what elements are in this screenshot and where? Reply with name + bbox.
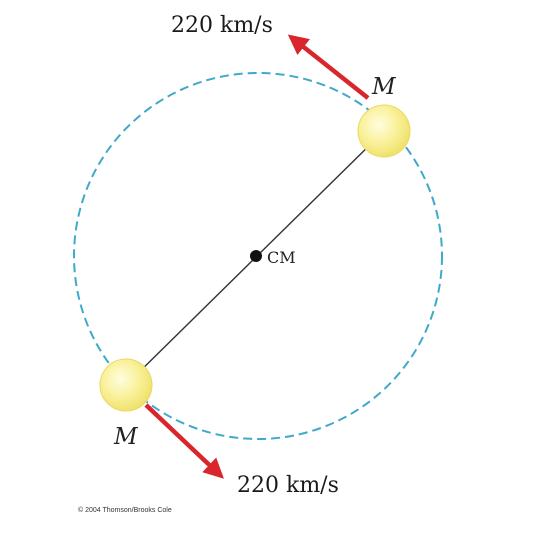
bottom-velocity-arrow (144, 403, 224, 479)
orbit-path (73, 72, 443, 440)
bottom-star-label: M (113, 424, 139, 450)
top-star-label: M (371, 74, 397, 100)
center-of-mass-dot (250, 250, 262, 262)
bottom-star (99, 358, 153, 412)
top-star (357, 104, 411, 158)
bottom-velocity-label: 220 km/s (237, 473, 339, 498)
top-velocity-arrow (287, 34, 370, 100)
copyright-notice: © 2004 Thomson/Brooks Cole (78, 506, 172, 514)
top-velocity-label: 220 km/s (171, 13, 273, 38)
center-of-mass-label: CM (267, 248, 296, 267)
